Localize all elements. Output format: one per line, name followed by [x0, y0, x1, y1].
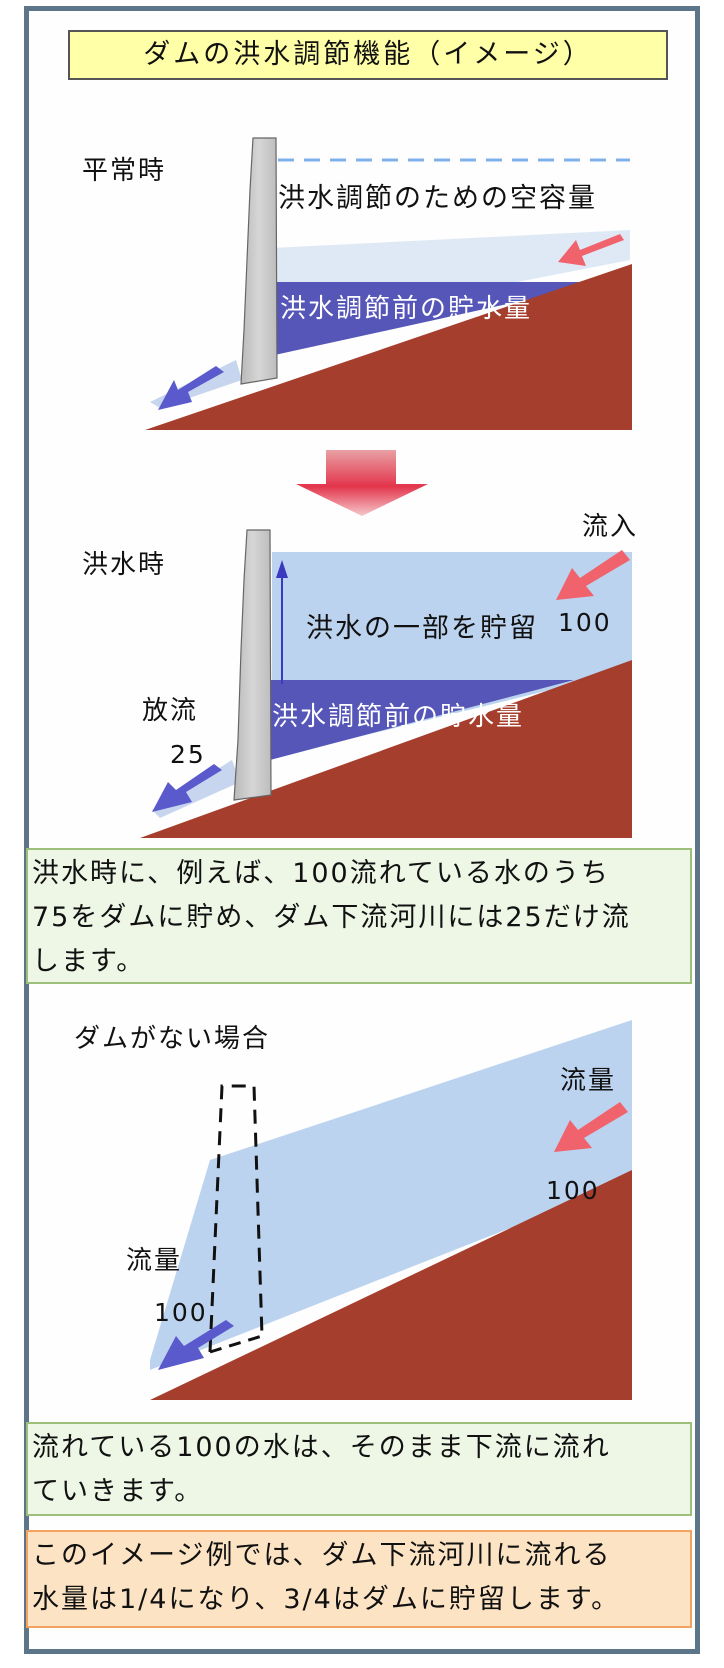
summary-note-line-1: このイメージ例では、ダム下流河川に流れる [32, 1540, 612, 1571]
flood-inflow-label: 流入 [582, 512, 639, 542]
flood-heading: 洪水時 [82, 550, 167, 580]
summary-note: このイメージ例では、ダム下流河川に流れる 水量は1/4になり、3/4はダムに貯留… [26, 1530, 692, 1628]
flood-rise-arrowhead [276, 560, 288, 578]
flood-inflow-value: 100 [558, 608, 612, 637]
no-dam-outflow-value: 100 [154, 1298, 208, 1327]
flood-note: 洪水時に、例えば、100流れている水のうち 75をダムに貯め、ダム下流河川には2… [26, 848, 692, 984]
transition-down-arrow [296, 450, 428, 516]
no-dam-outflow-arrow [158, 1320, 234, 1370]
flood-outflow-arrow [152, 764, 222, 812]
flood-reservoir [270, 680, 574, 760]
normal-reservoir [270, 282, 608, 356]
no-dam-note: 流れている100の水は、そのまま下流に流れ ていきます。 [26, 1422, 692, 1516]
no-dam-outflow-label: 流量 [126, 1246, 183, 1276]
no-dam-inflow-value: 100 [546, 1176, 600, 1205]
flood-release-label: 放流 [142, 696, 199, 726]
no-dam-diagram [150, 1020, 632, 1400]
no-dam-riverbed [150, 1170, 632, 1400]
normal-empty-capacity-label: 洪水調節のための空容量 [278, 183, 597, 214]
no-dam-inflow-arrow [554, 1102, 628, 1152]
no-dam-note-line-1: 流れている100の水は、そのまま下流に流れ [32, 1432, 611, 1463]
flood-note-line-2: 75をダムに貯め、ダム下流河川には25だけ流 [32, 902, 631, 933]
flood-storage-label: 洪水調節前の貯水量 [272, 702, 525, 732]
flood-note-line-3: します。 [32, 946, 146, 977]
normal-outflow-arrow [158, 366, 224, 410]
no-dam-inflow-label: 流量 [560, 1066, 617, 1096]
normal-storage-label: 洪水調節前の貯水量 [280, 294, 533, 324]
no-dam-dam-outline [208, 1084, 264, 1353]
no-dam-note-line-2: ていきます。 [32, 1476, 204, 1507]
flood-diagram [140, 529, 632, 838]
no-dam-dam-base [209, 1334, 263, 1354]
flood-dam [233, 529, 272, 801]
no-dam-heading: ダムがない場合 [74, 1024, 271, 1054]
normal-heading: 平常時 [82, 156, 167, 186]
summary-note-line-2: 水量は1/4になり、3/4はダムに貯留します。 [32, 1584, 621, 1615]
normal-inflow-arrow [558, 234, 624, 266]
normal-diagram [145, 137, 632, 430]
flood-stored-label: 洪水の一部を貯留 [306, 613, 538, 644]
page-title: ダムの洪水調節機能（イメージ） [68, 30, 668, 80]
normal-dam [240, 137, 278, 385]
normal-riverbed [145, 264, 632, 430]
flood-inflow-arrow [556, 550, 630, 600]
flood-release-value: 25 [170, 740, 206, 769]
flood-note-line-1: 洪水時に、例えば、100流れている水のうち [32, 858, 610, 889]
no-dam-water [150, 1020, 632, 1370]
